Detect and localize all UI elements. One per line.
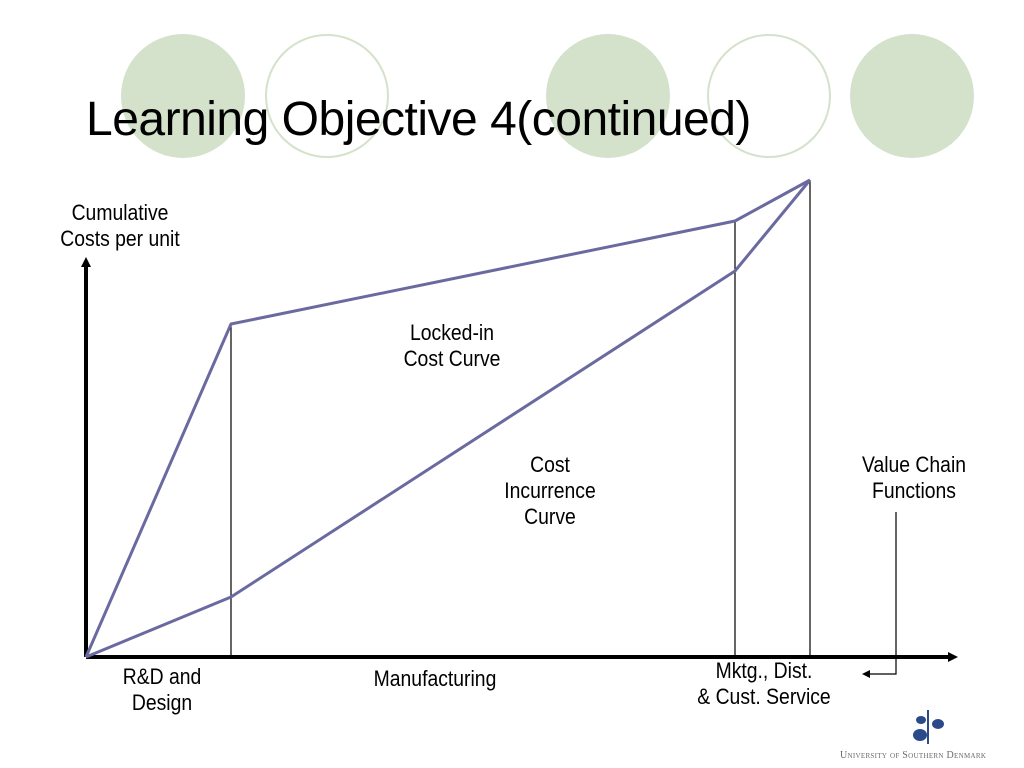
y-axis-label-line2: Costs per unit xyxy=(60,226,180,251)
cost-incurrence-curve-label: Cost Incurrence Curve xyxy=(488,452,611,530)
slide-title: Learning Objective 4(continued) xyxy=(86,93,751,146)
locked-in-line1: Locked-in xyxy=(410,320,494,345)
incurrence-line2: Incurrence xyxy=(504,478,596,503)
function-manufacturing-label: Manufacturing xyxy=(365,666,506,692)
cost-incurrence-curve xyxy=(85,179,812,659)
locked-in-cost-curve xyxy=(84,178,811,658)
y-axis-label: Cumulative Costs per unit xyxy=(44,200,195,252)
locked-in-line2: Cost Curve xyxy=(403,346,501,371)
x-axis-label-line2: Functions xyxy=(872,478,956,503)
decor-circle-1 xyxy=(121,34,245,158)
x-axis-label-line1: Value Chain xyxy=(861,452,967,477)
x-axis-label: Value Chain Functions xyxy=(845,452,982,504)
decor-circle-5 xyxy=(850,34,974,158)
function-rd-label: R&D and Design xyxy=(100,664,223,716)
decor-circle-3 xyxy=(546,34,670,158)
locked-in-curve-label: Locked-in Cost Curve xyxy=(382,320,523,372)
function-mktg-line2: & Cust. Service xyxy=(697,684,831,709)
decor-circle-4 xyxy=(707,34,831,158)
logo-text: University of Southern Denmark xyxy=(840,750,987,761)
function-rd-line1: R&D and xyxy=(122,664,202,689)
incurrence-line1: Cost xyxy=(530,452,570,477)
incurrence-line3: Curve xyxy=(524,504,576,529)
function-manufacturing: Manufacturing xyxy=(373,666,497,691)
y-axis-label-line1: Cumulative xyxy=(71,200,169,225)
function-mktg-line1: Mktg., Dist. xyxy=(715,658,813,683)
function-mktg-label: Mktg., Dist. & Cust. Service xyxy=(683,658,845,710)
university-logo: University of Southern Denmark xyxy=(840,708,1016,764)
value-chain-pointer xyxy=(862,512,897,678)
function-rd-line2: Design xyxy=(131,690,193,715)
decor-circle-2 xyxy=(265,34,389,158)
logo-emblem-icon xyxy=(913,710,944,744)
